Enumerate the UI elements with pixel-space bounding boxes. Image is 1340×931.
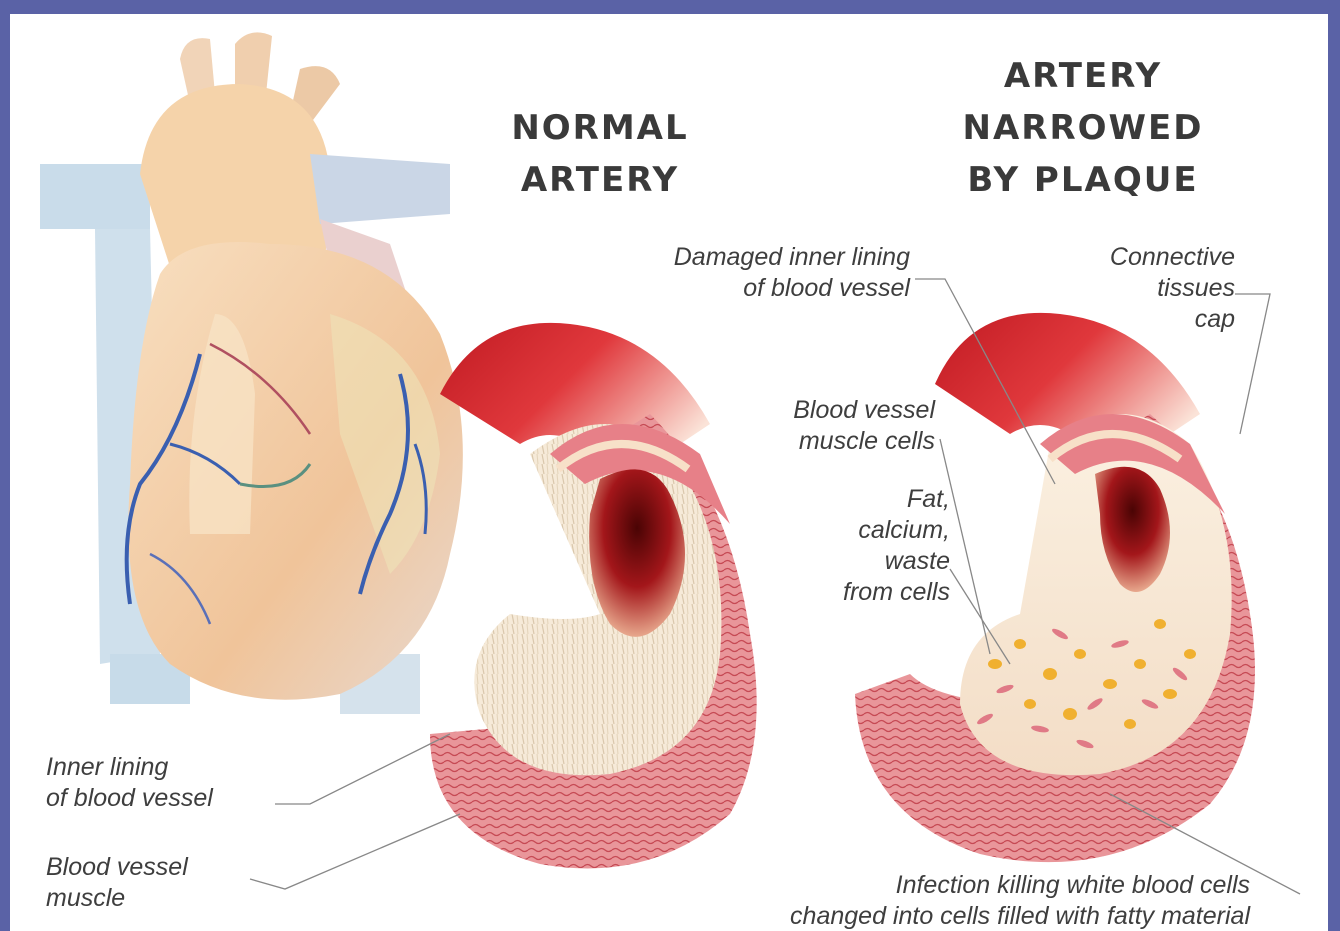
label-blood-vessel-muscle: Blood vessel muscle	[46, 852, 266, 914]
normal-artery-title: NORMAL ARTERY	[480, 102, 720, 206]
normal-artery-cross-section	[430, 323, 757, 869]
heart-illustration	[40, 32, 463, 714]
label-fat-calcium-waste: Fat, calcium, waste from cells	[790, 484, 950, 608]
label-infection-white-blood-cells: Infection killing white blood cells chan…	[610, 870, 1250, 931]
label-blood-vessel-muscle-cells: Blood vessel muscle cells	[710, 395, 935, 457]
label-inner-lining: Inner lining of blood vessel	[46, 752, 286, 814]
label-connective-tissues-cap: Connective tissues cap	[1040, 242, 1235, 335]
label-damaged-inner-lining: Damaged inner lining of blood vessel	[570, 242, 910, 304]
diagram-panel: NORMAL ARTERY ARTERY NARROWED BY PLAQUE …	[10, 14, 1328, 931]
narrowed-artery-title: ARTERY NARROWED BY PLAQUE	[928, 50, 1238, 206]
